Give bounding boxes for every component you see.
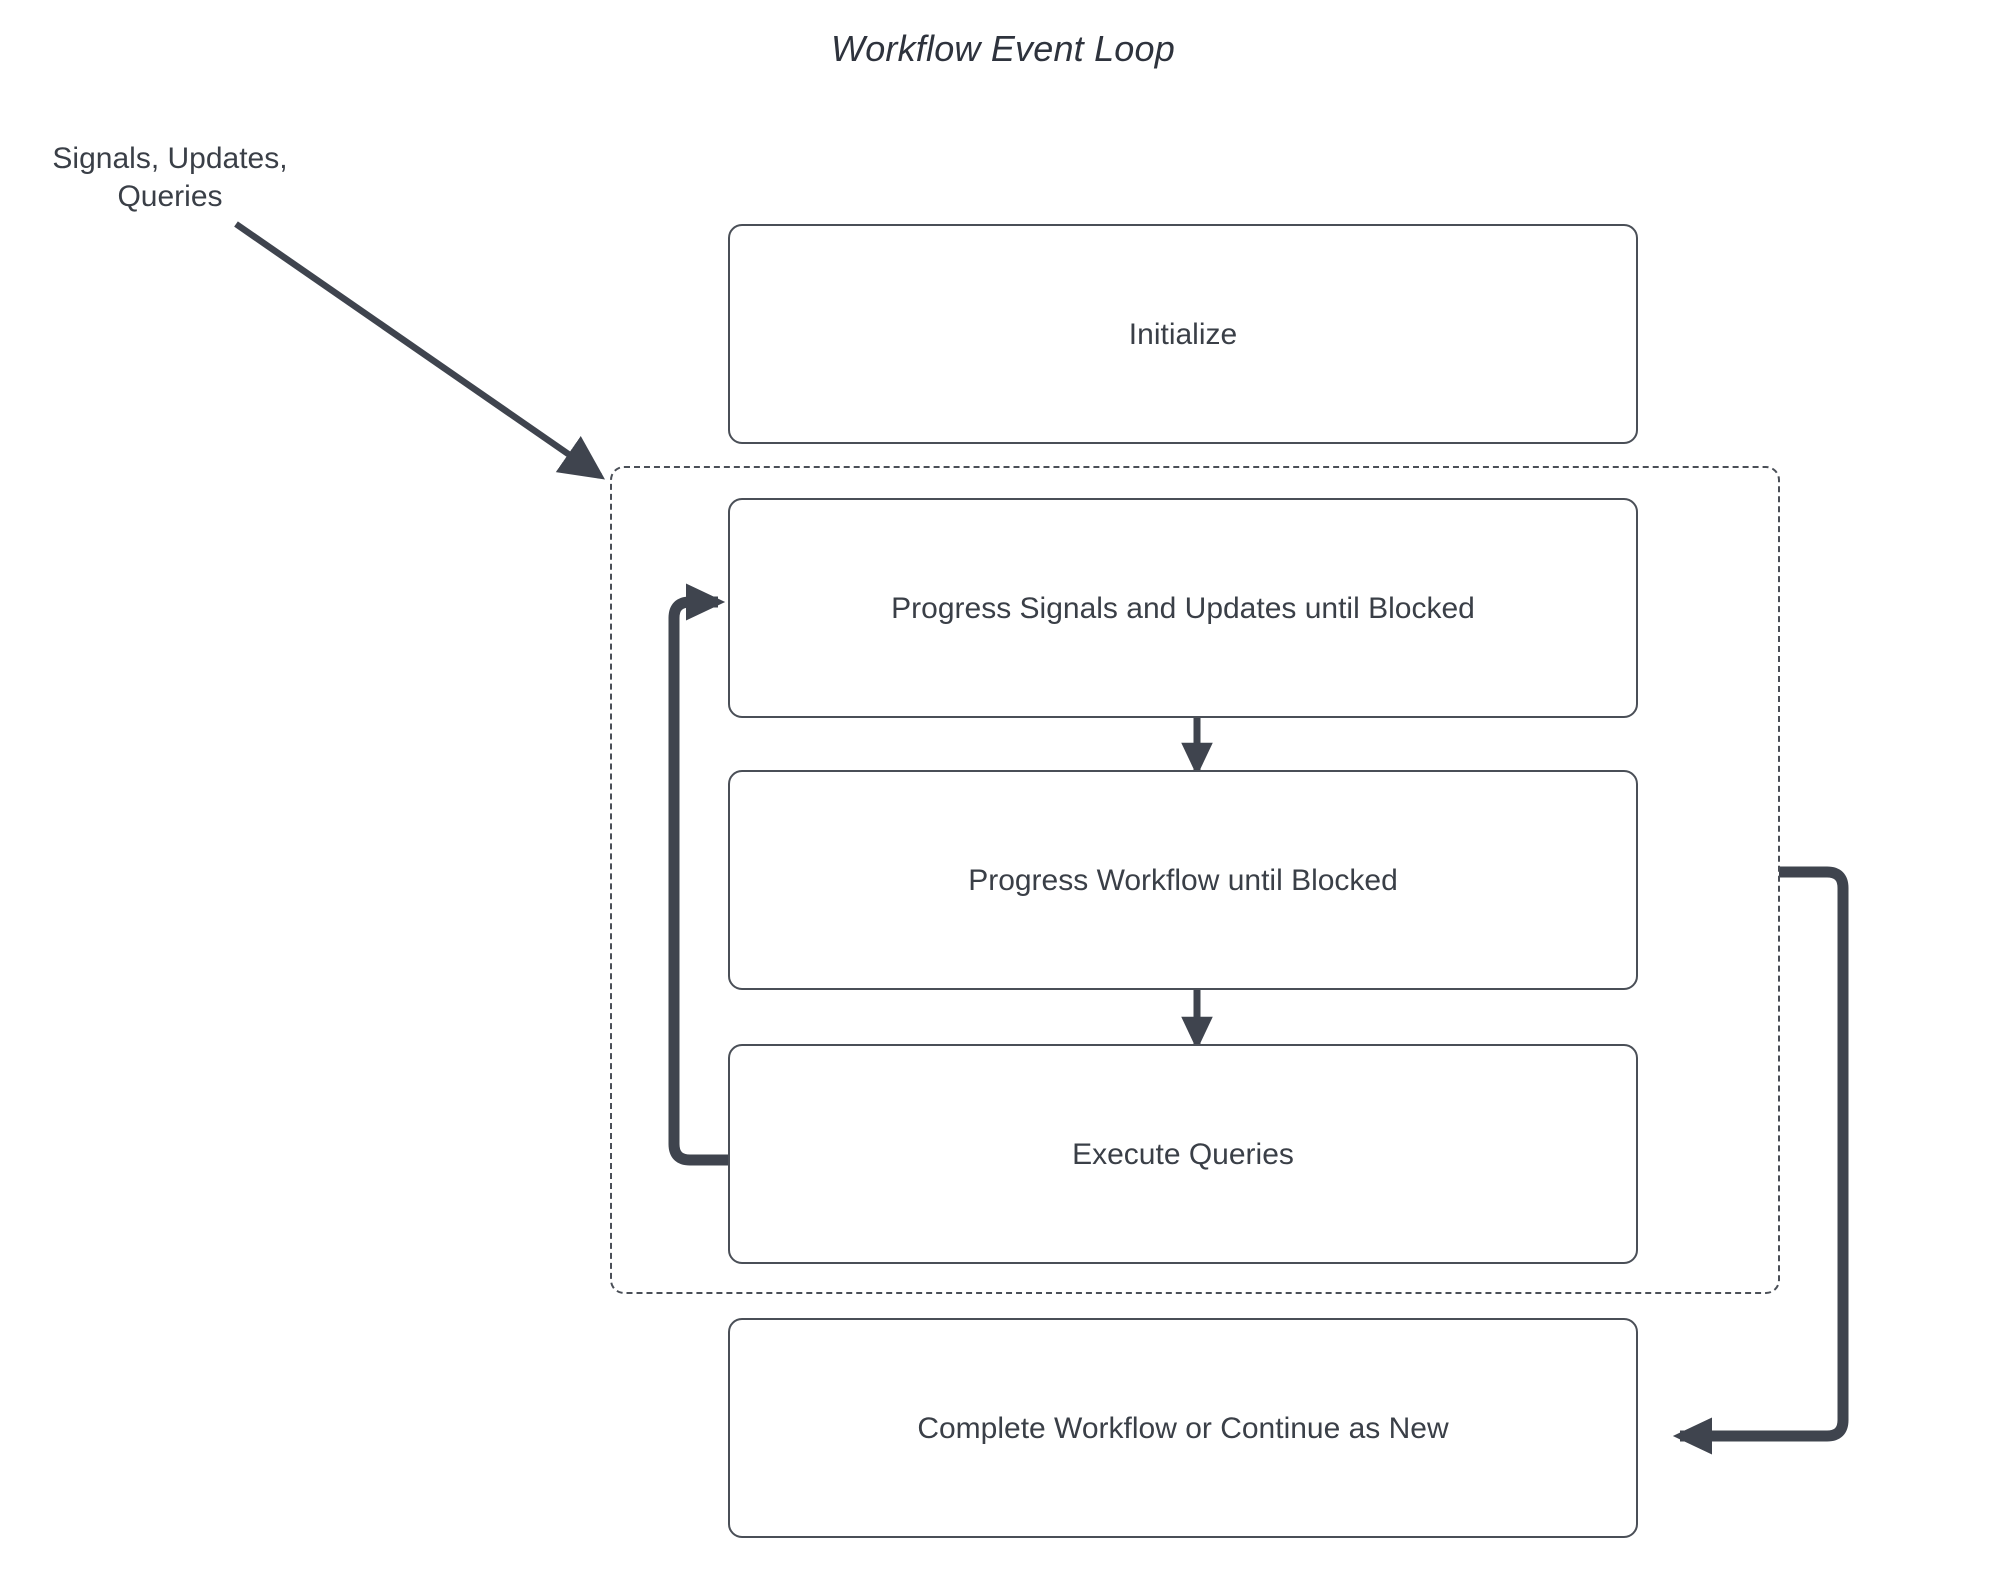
node-initialize[interactable]: Initialize bbox=[728, 224, 1638, 444]
node-complete-workflow[interactable]: Complete Workflow or Continue as New bbox=[728, 1318, 1638, 1538]
external-input-label-line-1: Signals, Updates, bbox=[52, 142, 288, 175]
node-execute-queries-label: Execute Queries bbox=[1072, 1137, 1294, 1171]
edge-external-to-loop bbox=[234, 221, 606, 480]
node-initialize-label: Initialize bbox=[1128, 317, 1238, 351]
node-progress-signals-updates[interactable]: Progress Signals and Updates until Block… bbox=[728, 498, 1638, 718]
node-progress-workflow[interactable]: Progress Workflow until Blocked bbox=[728, 770, 1638, 990]
edge-queries-loop-back bbox=[668, 583, 728, 1166]
external-input-label: Signals, Updates, Queries bbox=[30, 140, 310, 217]
node-execute-queries[interactable]: Execute Queries bbox=[728, 1044, 1638, 1264]
external-input-label-line-2: Queries bbox=[117, 180, 223, 214]
node-complete-workflow-label: Complete Workflow or Continue as New bbox=[917, 1411, 1449, 1445]
edge-loop-to-complete bbox=[1672, 866, 1849, 1455]
node-progress-signals-updates-label: Progress Signals and Updates until Block… bbox=[891, 591, 1475, 625]
node-progress-workflow-label: Progress Workflow until Blocked bbox=[968, 863, 1398, 897]
page-title: Workflow Event Loop bbox=[831, 28, 1175, 69]
